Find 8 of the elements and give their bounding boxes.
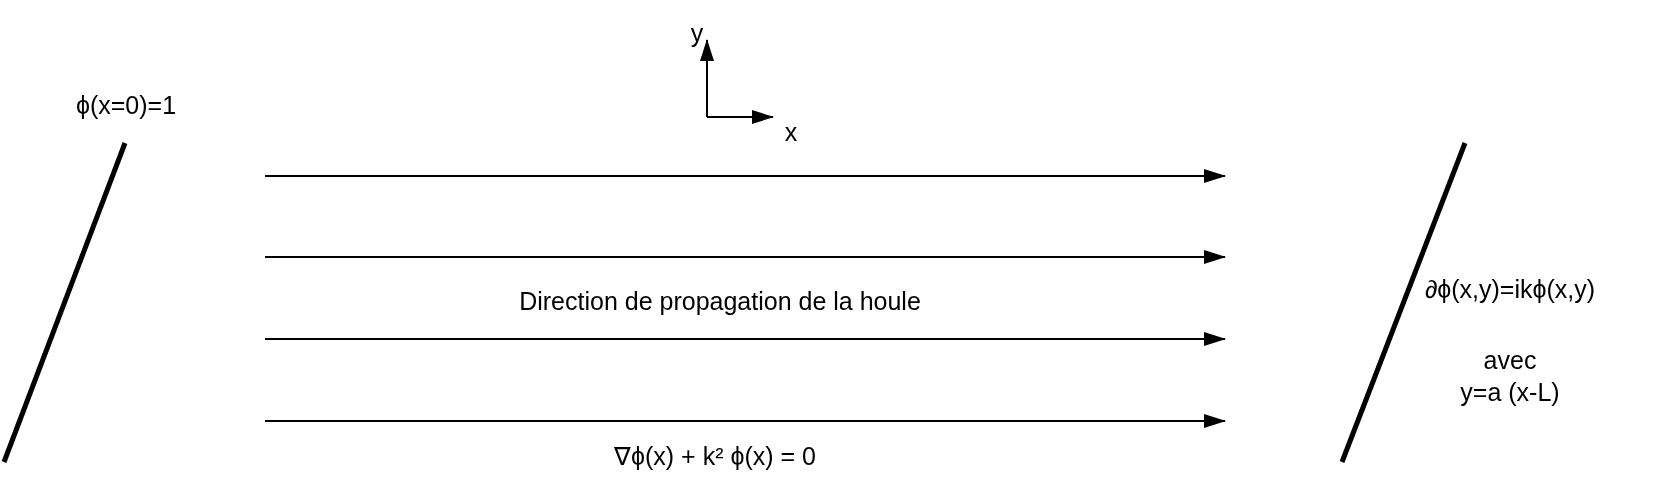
condition-text: avec: [1483, 347, 1537, 375]
line-equation: y=a (x-L): [1460, 379, 1560, 407]
axis-label: y: [690, 20, 704, 48]
equation: ∇ϕ(x) + k² ϕ(x) = 0: [614, 443, 816, 471]
boundary-condition: ϕ(x=0)=1: [75, 92, 177, 120]
boundary-condition: ∂ϕ(x,y)=ikϕ(x,y): [1424, 276, 1596, 304]
direction-label: Direction de propagation de la houle: [519, 288, 921, 316]
axis-label: x: [784, 119, 798, 147]
